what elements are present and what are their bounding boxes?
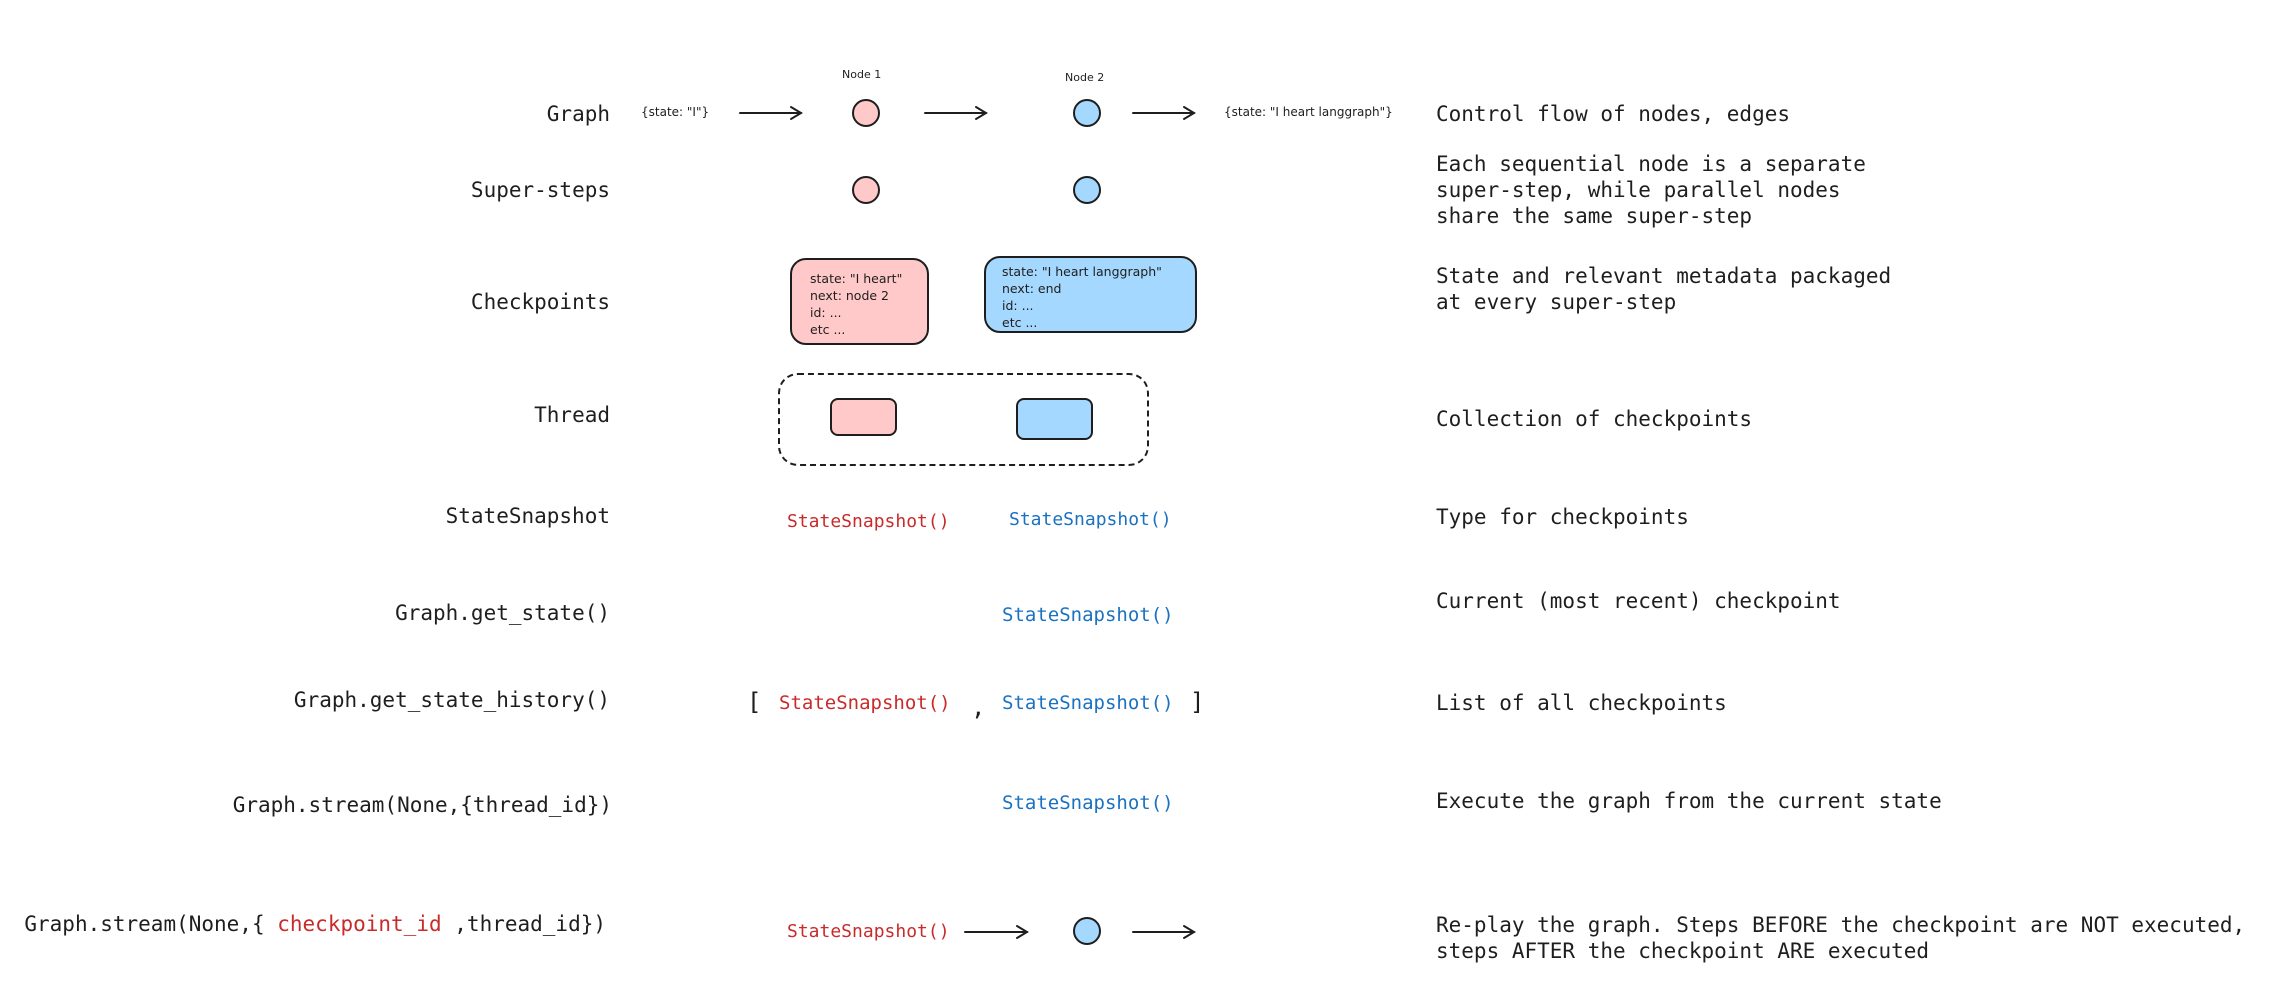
arrow-node2-to-output [1132, 106, 1196, 120]
desc-graph: Control flow of nodes, edges [1436, 102, 1791, 126]
card2-line-3: id: ... [1002, 298, 1034, 313]
superstep1-circle [852, 176, 880, 204]
card2-line-4: etc ... [1002, 315, 1038, 330]
row-label-supersteps: Super-steps [470, 178, 610, 202]
thread-checkpoint-1 [830, 398, 897, 436]
stream-checkpoint-value: StateSnapshot() [787, 921, 950, 942]
row-label-get-state: Graph.get_state() [395, 601, 610, 625]
row-label-thread: Thread [534, 403, 610, 427]
card2-line-2: next: end [1002, 281, 1062, 296]
history-left: StateSnapshot() [779, 692, 951, 714]
node2-circle [1073, 99, 1101, 127]
superstep2-circle [1073, 176, 1101, 204]
desc-get-state: Current (most recent) checkpoint [1436, 589, 1841, 613]
label-suffix: ,thread_id}) [454, 912, 606, 936]
desc-statesnapshot: Type for checkpoints [1436, 505, 1689, 529]
row-label-checkpoints: Checkpoints [470, 290, 610, 314]
thread-checkpoint-2 [1016, 398, 1093, 440]
row-label-stream-checkpoint: Graph.stream(None,{ checkpoint_id ,threa… [24, 911, 606, 937]
history-comma: , [971, 693, 986, 721]
card2-line-1: state: "I heart langgraph" [1002, 264, 1162, 279]
desc-thread: Collection of checkpoints [1436, 407, 1753, 431]
replay-node-circle [1073, 917, 1101, 945]
label-prefix: Graph.stream(None,{ [24, 912, 265, 936]
card1-line-3: id: ... [810, 305, 842, 320]
row-label-get-state-history: Graph.get_state_history() [293, 688, 610, 712]
checkpoint-id-highlight: checkpoint_id [277, 912, 442, 936]
arrow-node-to-next [1132, 925, 1196, 939]
row-label-stream: Graph.stream(None,{thread_id}) [232, 793, 612, 817]
node1-label: Node 1 [842, 68, 882, 81]
arrow-input-to-node1 [739, 106, 803, 120]
history-close-bracket: ] [1190, 688, 1205, 716]
stream-value: StateSnapshot() [1002, 792, 1174, 814]
card1-line-2: next: node 2 [810, 288, 889, 303]
node2-label: Node 2 [1065, 71, 1105, 84]
checkpoint-card-2: state: "I heart langgraph" next: end id:… [984, 256, 1197, 333]
history-open-bracket: [ [747, 688, 762, 716]
get-state-value: StateSnapshot() [1002, 604, 1174, 626]
history-right: StateSnapshot() [1002, 692, 1174, 714]
desc-stream-checkpoint: Re-play the graph. Steps BEFORE the chec… [1436, 913, 2246, 963]
desc-supersteps: Each sequential node is a separate super… [1436, 152, 1866, 228]
desc-get-state-history: List of all checkpoints [1436, 691, 1727, 715]
statesnapshot-left: StateSnapshot() [787, 511, 950, 532]
checkpoint-card-1: state: "I heart" next: node 2 id: ... et… [790, 258, 929, 345]
thread-container [778, 373, 1149, 466]
arrow-node1-to-node2 [924, 106, 988, 120]
desc-checkpoints: State and relevant metadata packaged at … [1436, 264, 1892, 314]
arrow-snapshot-to-node [964, 925, 1029, 939]
card1-line-4: etc ... [810, 322, 846, 337]
desc-stream: Execute the graph from the current state [1436, 789, 1942, 813]
row-label-statesnapshot: StateSnapshot [445, 504, 610, 528]
input-state: {state: "I"} [641, 105, 710, 119]
output-state: {state: "I heart langgraph"} [1224, 105, 1393, 119]
node1-circle [852, 99, 880, 127]
statesnapshot-right: StateSnapshot() [1009, 509, 1172, 530]
row-label-graph: Graph [546, 102, 610, 126]
card1-line-1: state: "I heart" [810, 271, 903, 286]
